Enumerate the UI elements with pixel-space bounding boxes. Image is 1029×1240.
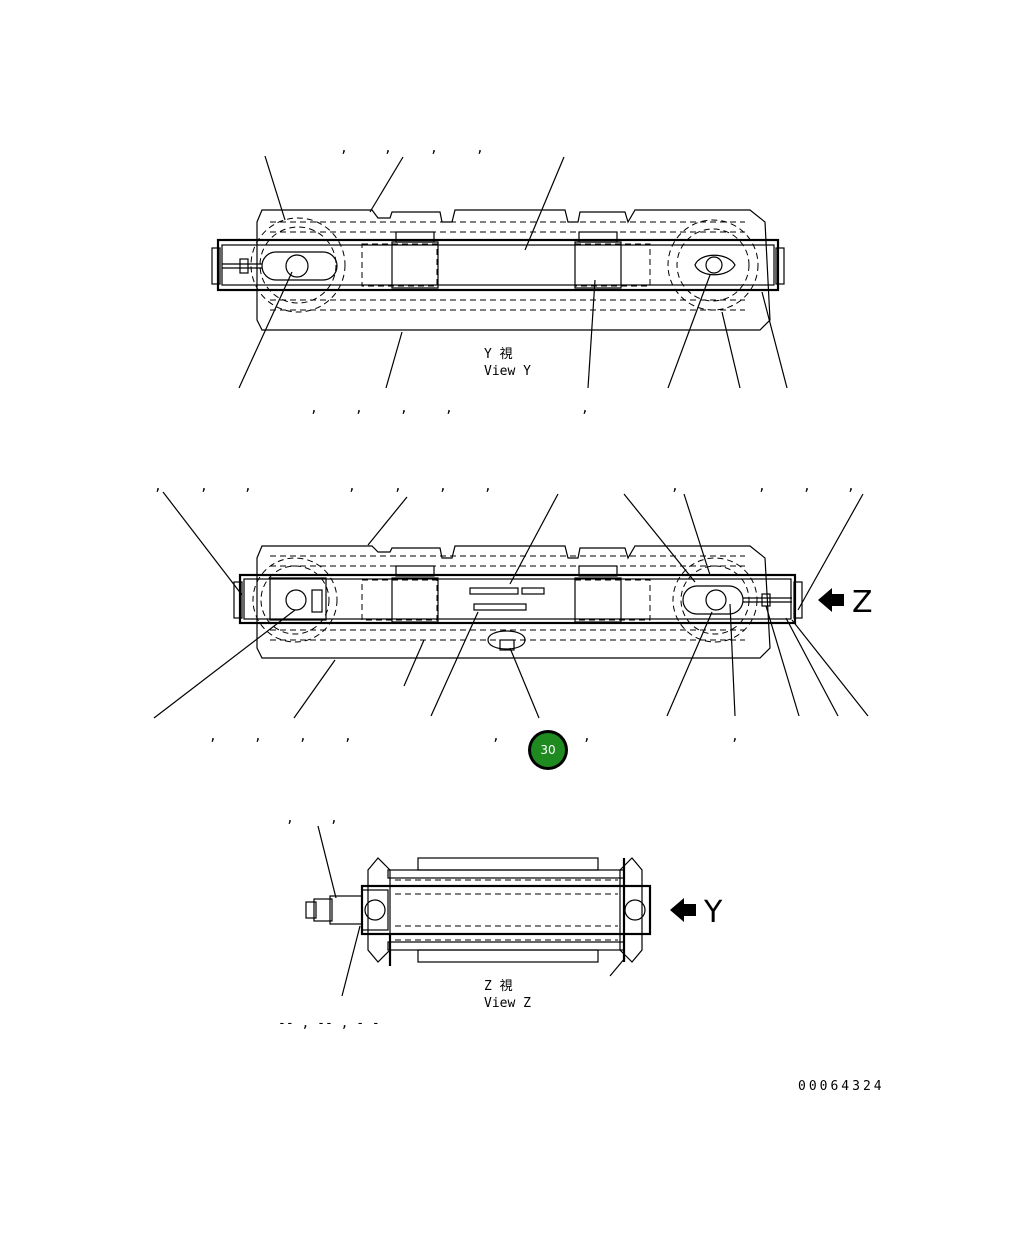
badge-number: 30	[540, 743, 555, 757]
view-y-callout-separators: , , , , , , , , ,	[310, 141, 589, 416]
drawing-number: 00064324	[798, 1079, 885, 1094]
separator: ,	[476, 141, 484, 156]
separator: ,	[348, 479, 356, 494]
separator: ,	[209, 729, 217, 744]
separator: ,	[254, 729, 262, 744]
separator: ,	[803, 479, 811, 494]
separator: ,	[400, 401, 408, 416]
separator: ,	[286, 811, 294, 826]
view-y-arrow-label: Y	[703, 895, 723, 930]
separator: ,	[758, 479, 766, 494]
separator: ,	[244, 479, 252, 494]
separator: ,	[847, 479, 855, 494]
separator: ,	[445, 401, 453, 416]
footnote: -- , -- , - -	[278, 1016, 380, 1031]
separator: ,	[671, 479, 679, 494]
item-number-badge[interactable]: 30	[528, 730, 568, 770]
separator: ,	[330, 811, 338, 826]
separator: ,	[355, 401, 363, 416]
view-z-label-jp: Z 視	[484, 979, 513, 994]
separator: ,	[384, 141, 392, 156]
view-z-label-en: View Z	[484, 996, 531, 1011]
separator: ,	[340, 141, 348, 156]
separator: ,	[394, 479, 402, 494]
separator: ,	[439, 479, 447, 494]
separator: ,	[299, 729, 307, 744]
separator: ,	[492, 729, 500, 744]
view-y-label-jp: Y 視	[484, 347, 513, 362]
separator: ,	[430, 141, 438, 156]
separator: ,	[581, 401, 589, 416]
badge-fill	[531, 733, 565, 767]
view-y-arrow	[670, 898, 696, 922]
separator: ,	[731, 729, 739, 744]
separator: ,	[200, 479, 208, 494]
separator: ,	[344, 729, 352, 744]
view-z-callout-separators: , ,	[286, 811, 338, 826]
separator: ,	[484, 479, 492, 494]
view-z-arrow-label: Z	[852, 585, 873, 620]
separator: ,	[310, 401, 318, 416]
view-y-label-en: View Y	[484, 364, 531, 379]
middle-view-callout-separators: , , , , , , , , , , , , , , , , , ,	[154, 479, 855, 744]
view-y-drawing	[211, 155, 788, 389]
separator: ,	[154, 479, 162, 494]
view-z-arrow	[818, 588, 844, 612]
separator: ,	[583, 729, 591, 744]
middle-view-drawing	[153, 491, 869, 719]
view-z-drawing	[305, 825, 652, 997]
